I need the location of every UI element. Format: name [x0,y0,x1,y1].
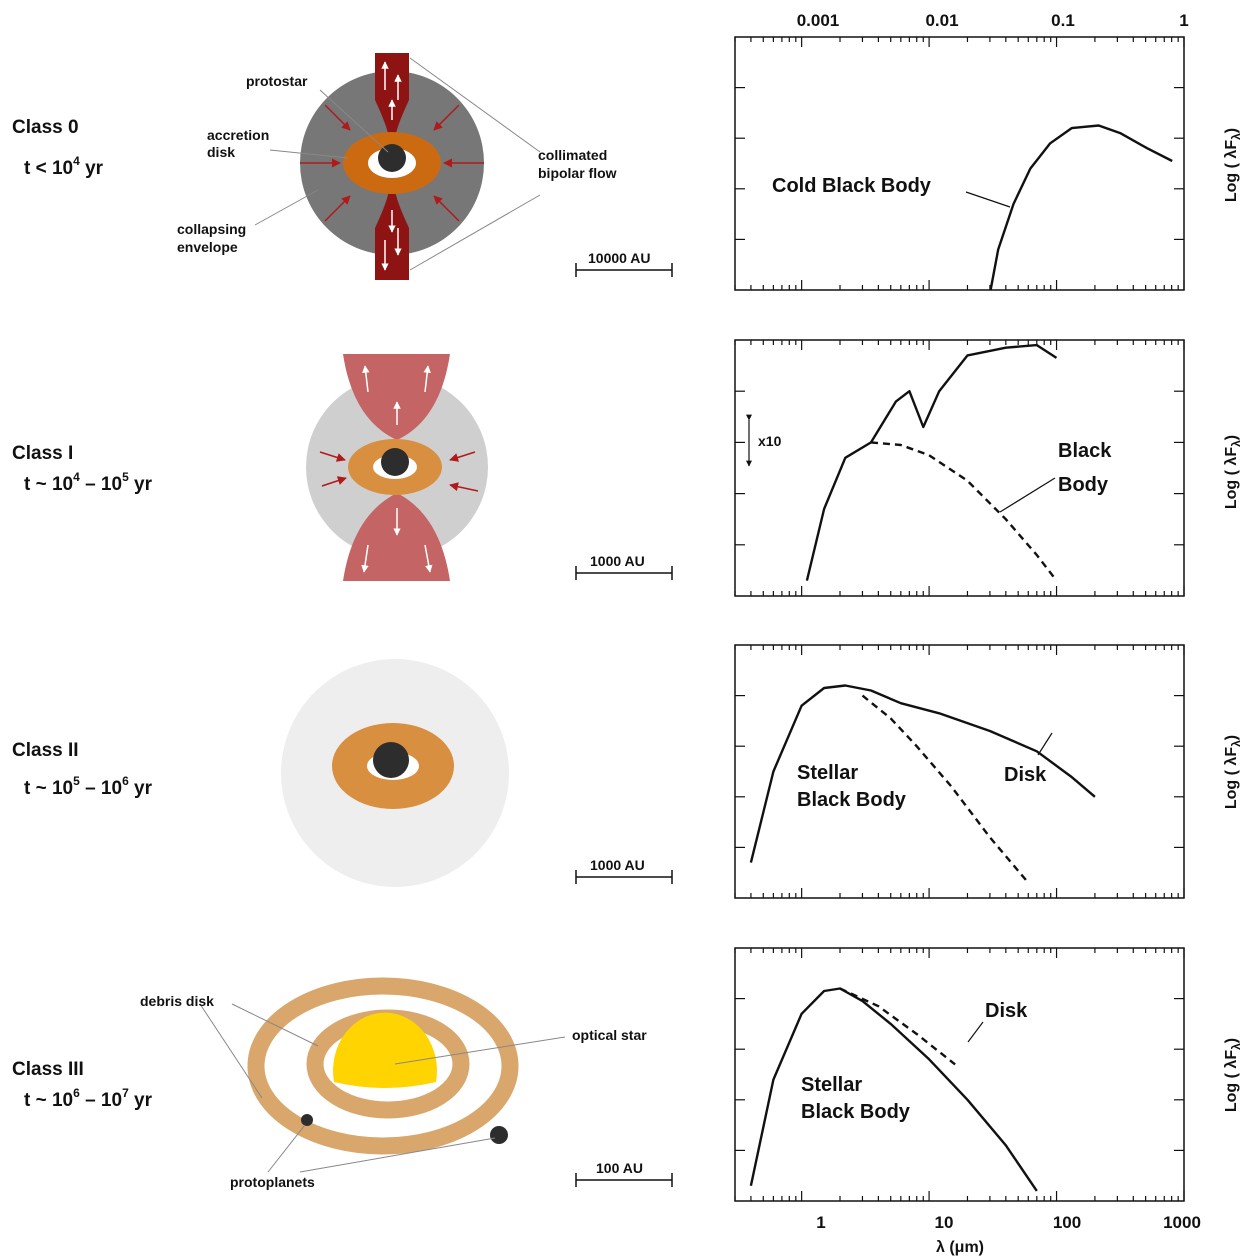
svg-text:x10: x10 [758,433,782,449]
bipolar-flow-bottom [375,188,409,280]
class-1-label: Class I t ~ 104 – 105 yr [12,443,153,495]
class-0-leader-lines [254,57,541,271]
outflow-arrows [381,61,402,271]
disk-label: disk [207,144,235,160]
class-0-label: Class 0 t < 104 yr [12,117,104,179]
black-body-label-3: Black Body [801,1101,911,1123]
class-2-label: Class II t ~ 105 – 106 yr [12,740,153,799]
y-label-0: Log ( λFλ) [1223,128,1243,202]
tick-group-3 [734,948,1185,1201]
protostar [381,448,409,476]
top-tick-3: 1 [1179,11,1188,30]
class-1-sketch [306,354,488,581]
class-0-sketch: protostar accretion disk collapsing enve… [177,53,617,280]
collimated-label: collimated [538,147,607,163]
y-label-3: Log ( λFλ) [1223,1038,1243,1112]
disk-pointer-2 [1037,732,1053,756]
debris-disk-label: debris disk [140,993,214,1009]
x-axis-label: λ (μm) [936,1239,984,1256]
class-1-age: t ~ 104 – 105 yr [24,470,153,495]
body-label: Body [1058,474,1109,496]
class-2-sketch [281,659,509,887]
bipolar-flow-label: bipolar flow [538,165,617,181]
black-body-label-2: Black Body [797,789,907,811]
bottom-tick-1: 10 [935,1213,954,1232]
tick-group-2 [734,645,1185,898]
infall-arrows [300,104,484,222]
top-tick-0: 0.001 [797,11,840,30]
top-tick-2: 0.1 [1051,11,1075,30]
class-3-label: Class III t ~ 106 – 107 yr [12,1059,153,1111]
bottom-tick-2: 100 [1053,1213,1081,1232]
scale-label-3: 100 AU [596,1160,643,1176]
protostar [378,144,406,172]
class-2-age: t ~ 105 – 106 yr [24,774,153,799]
black-body-pointer [999,477,1056,513]
class-3-age: t ~ 106 – 107 yr [24,1086,153,1111]
collapsing-label: collapsing [177,221,246,237]
tick-group-1 [734,340,1185,596]
outflow-arrows [361,365,433,573]
stellar-label-3: Stellar [801,1074,862,1096]
optical-star-label: optical star [572,1027,647,1043]
stellar-label-2: Stellar [797,762,858,784]
envelope-label: envelope [177,239,238,255]
outflow-bottom [343,493,450,581]
tick-group-0 [734,37,1185,290]
x10-marker: x10 [746,414,782,467]
sed-curve-1-solid [805,343,1058,581]
sed-curves [749,124,1173,1192]
star [373,742,409,778]
disk-label-3: Disk [985,1000,1028,1022]
class-3-sketch: debris disk optical star protoplanets [140,977,647,1190]
outflow-top [343,354,450,440]
sed-curve-3-solid [749,987,1038,1192]
sed-curve-3-dashed [839,987,956,1066]
class-1-name: Class I [12,443,73,464]
protoplanet-large [490,1126,508,1144]
scale-label-1: 1000 AU [590,553,645,569]
top-tick-1: 0.01 [925,11,958,30]
cold-black-body-pointer [965,191,1011,208]
cold-black-body-label: Cold Black Body [772,175,932,197]
class-2-name: Class II [12,740,79,761]
y-label-1: Log ( λFλ) [1223,435,1243,509]
sed-panel-1 [734,339,1185,597]
class-3-name: Class III [12,1059,84,1080]
scale-label-2: 1000 AU [590,857,645,873]
y-label-2: Log ( λFλ) [1223,735,1243,809]
protostar-label: protostar [246,73,308,89]
black-label: Black [1058,440,1112,462]
class-0-age: t < 104 yr [24,154,104,179]
scale-label-0: 10000 AU [588,250,651,266]
bottom-tick-3: 1000 [1163,1213,1201,1232]
protoplanet-small [301,1114,313,1126]
sed-curve-2-dashed [861,694,1030,884]
infall-arrows [319,451,479,492]
sed-curve-2-solid [749,684,1096,863]
class-0-name: Class 0 [12,117,79,138]
sed-panel-2 [734,644,1185,899]
sed-panel-0 [734,36,1185,291]
optical-star [333,1012,437,1088]
outer-debris-ring [247,977,519,1155]
sed-curve-0-solid [989,124,1173,291]
class-3-leader-lines [199,1003,566,1173]
disk-label-2: Disk [1004,764,1047,786]
sed-curve-1-dashed [870,441,1058,582]
protoplanets-label: protoplanets [230,1174,315,1190]
bottom-tick-0: 1 [816,1213,825,1232]
accretion-label: accretion [207,127,269,143]
sed-panel-3 [734,947,1185,1202]
axis-ticks [734,37,1185,1201]
scale-bars [575,263,673,1187]
disk-pointer-3 [967,1021,984,1043]
